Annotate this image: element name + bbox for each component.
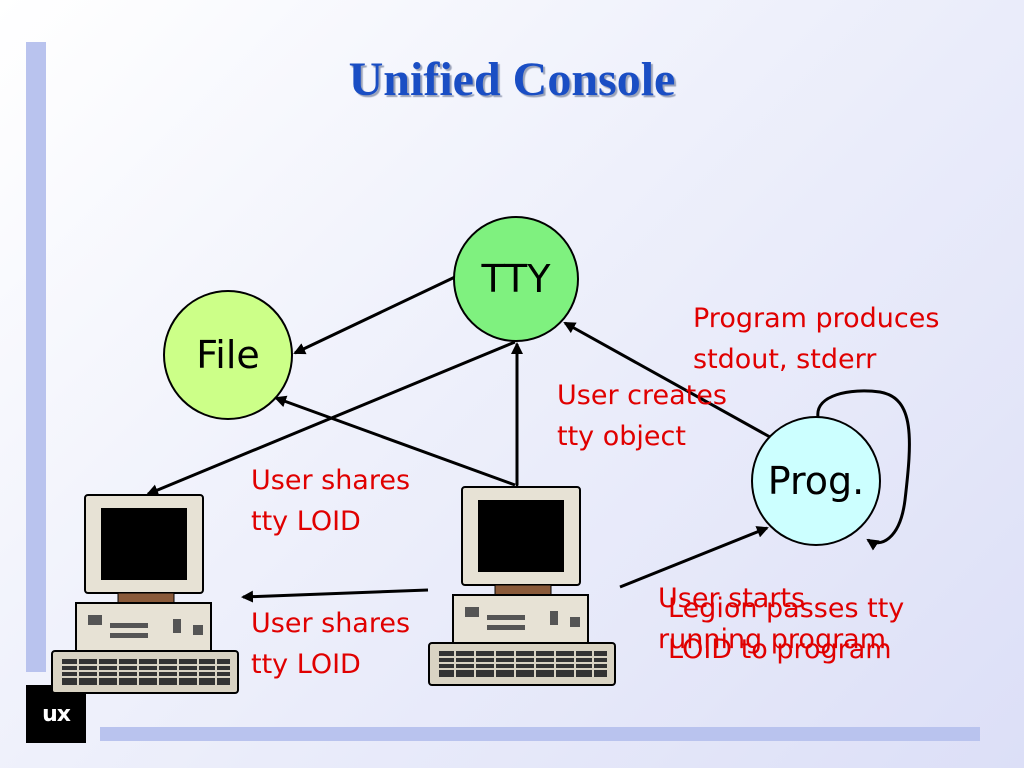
label-legion-passes-line2: LOID to program [668,634,892,665]
label-user-creates: User creates tty object [557,375,727,457]
label-program-output-line2: stdout, stderr [693,344,877,375]
tty-node: TTY [453,216,579,342]
label-user-shares-top: User shares tty LOID [251,460,410,542]
label-legion-passes: Legion passes tty LOID to program [668,588,904,670]
tty-label: TTY [481,257,551,301]
label-user-shares-top-line2: tty LOID [251,506,361,537]
prog-node: Prog. [751,416,881,546]
bottom-accent-bar [100,727,980,741]
arrow-computer-to-prog [619,526,769,589]
label-program-output-line1: Program produces [693,303,940,334]
label-user-starts-line1: User starts [658,583,806,614]
left-computer-icon [51,494,239,694]
label-user-creates-line1: User creates [557,380,727,411]
arrow-tty-to-file [293,275,456,355]
label-user-shares-bottom-line1: User shares [251,608,411,639]
label-legion-passes-line1: Legion passes tty [668,593,905,624]
center-computer-icon [428,486,616,686]
logo-text: ux [42,701,71,727]
label-user-starts-line2: running program [658,624,887,655]
file-label: File [196,333,260,377]
label-user-shares-top-line1: User shares [251,465,411,496]
label-program-output: Program produces stdout, stderr [693,298,939,380]
label-user-creates-line2: tty object [557,421,686,452]
left-accent-bar [26,42,46,672]
arrow-prog-self-loop [816,389,911,551]
arrow-computer-to-file [274,395,516,487]
arrow-center-to-left-computer [241,588,429,603]
label-user-starts: User starts running program [658,578,886,660]
slide-title: Unified Console [348,53,676,106]
label-user-shares-bottom: User shares tty LOID [251,603,410,685]
university-logo: ux [26,685,86,743]
label-user-shares-bottom-line2: tty LOID [251,649,361,680]
prog-label: Prog. [767,459,865,503]
arrow-prog-to-tty [563,321,771,439]
file-node: File [163,290,293,420]
